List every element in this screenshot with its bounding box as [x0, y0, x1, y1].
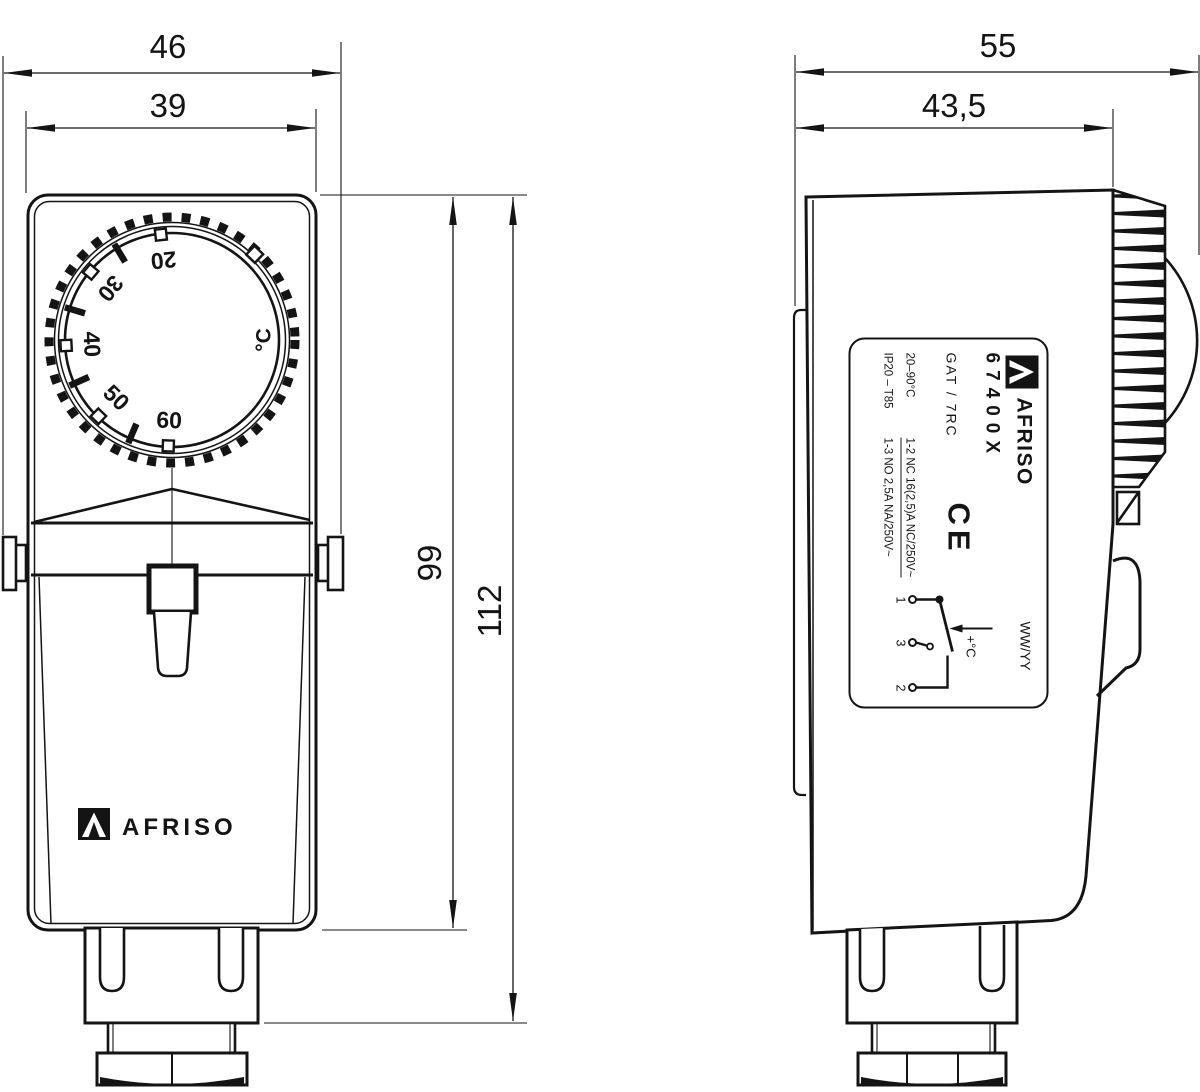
- terminal-circuit-diagram: +°C 1 3 2: [894, 594, 992, 692]
- dim-112: 112: [471, 585, 508, 638]
- ce-mark: CE: [941, 502, 976, 556]
- dim-46: 46: [150, 28, 187, 65]
- label-nc-rating: 1-2 NC 16(2,5)A NC/250V~: [900, 437, 915, 577]
- knob-knurl-strip: [1111, 188, 1167, 489]
- front-bottom-fitting: [83, 926, 260, 1087]
- dial-label-20: 20: [150, 246, 178, 275]
- label-temp-range: 20–90°C: [903, 352, 915, 397]
- dim-39: 39: [150, 87, 187, 124]
- label-date-code: WW/YY: [1017, 621, 1033, 670]
- knob-arc: [1164, 257, 1199, 424]
- label-brand-text: AFRISO: [1012, 397, 1035, 486]
- afriso-logo-front: AFRISO: [78, 808, 237, 841]
- spring-clip-hook: [1095, 556, 1142, 698]
- mounting-plate-edge: [792, 308, 806, 797]
- dial-index-mark: [244, 244, 265, 265]
- side-knob: [1095, 188, 1199, 698]
- dimension-body-height: 99: [320, 194, 527, 931]
- temperature-dial: 20 30 40 50 60 °C: [44, 212, 300, 468]
- right-side-tab: [326, 535, 345, 592]
- dimension-body-width: 39: [25, 87, 317, 193]
- afriso-logo-label: [1005, 355, 1038, 388]
- dial-unit-label: °C: [253, 328, 276, 352]
- terminal-2-label: 2: [894, 684, 907, 691]
- dimension-body-depth: 43,5: [796, 87, 1114, 187]
- side-bottom-fitting: [845, 920, 1019, 1087]
- rating-label: AFRISO WW/YY 67400X GAT / 7RC CE 20–90°C…: [848, 337, 1048, 708]
- label-no-rating: 1-3 NO 2,5A NA/250V~: [881, 437, 893, 557]
- left-side-tab: [1, 535, 18, 592]
- dimension-total-depth: 55: [794, 27, 1200, 306]
- label-type-code: GAT / 7RC: [943, 352, 959, 438]
- afriso-brand-text: AFRISO: [122, 814, 237, 841]
- label-model-number: 67400X: [981, 352, 1002, 460]
- dimension-total-height: 112: [264, 197, 527, 1024]
- front-body-details: [1, 468, 345, 678]
- dim-43-5: 43,5: [922, 87, 986, 124]
- temp-rise-label: +°C: [963, 635, 978, 657]
- dial-label-40: 40: [78, 331, 105, 358]
- front-view: 46 39: [1, 28, 527, 1087]
- dimension-outer-width: 46: [2, 28, 342, 535]
- dim-99: 99: [411, 545, 448, 582]
- capillary-nut-side: [856, 1051, 1008, 1087]
- terminal-1-label: 1: [894, 596, 907, 603]
- label-spec-line-2: IP20 – T85 1-3 NO 2,5A NA/250V~: [879, 352, 893, 702]
- mounting-clip: [146, 563, 199, 615]
- dial-label-60: 60: [156, 407, 182, 434]
- label-ip-class: IP20 – T85: [881, 352, 893, 409]
- temp-rise-arrow-icon: [949, 624, 962, 632]
- dim-55: 55: [980, 27, 1017, 64]
- terminal-3-label: 3: [894, 639, 907, 646]
- dial-knurled-ring: [44, 212, 300, 468]
